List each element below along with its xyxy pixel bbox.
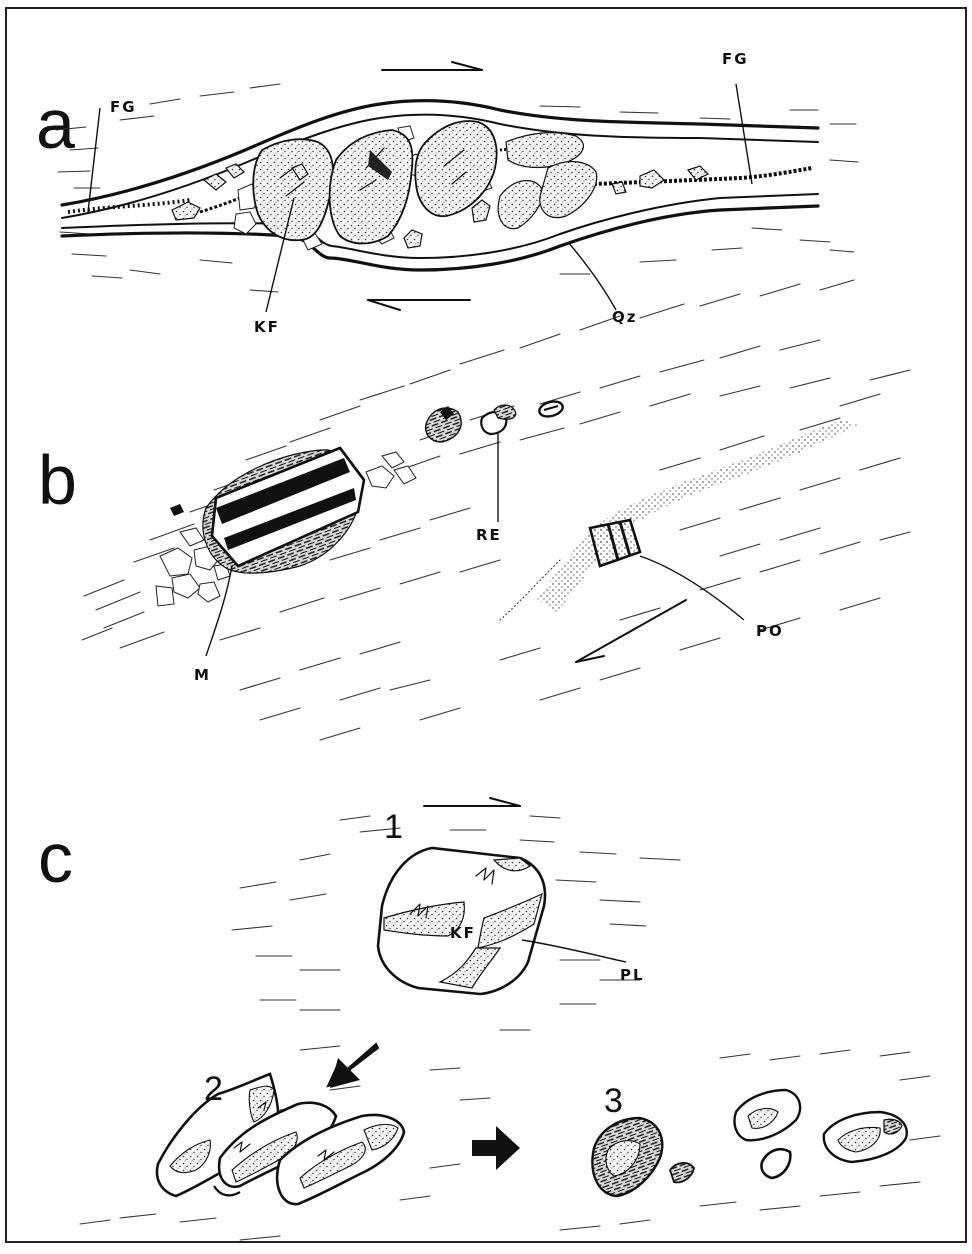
shear-arrow-b — [576, 600, 686, 662]
bold-arrow-1-to-2 — [328, 1044, 378, 1088]
panel-a: a — [36, 50, 858, 336]
stage-1-crystal — [378, 848, 545, 994]
panel-c-letter: c — [38, 819, 73, 897]
bold-arrow-2-to-3 — [472, 1126, 520, 1170]
stage-2-crystal — [157, 1074, 404, 1204]
stage-2-number: 2 — [204, 1070, 223, 1108]
label-m: M — [194, 666, 211, 684]
shear-arrow-c — [424, 798, 520, 806]
label-pl: PL — [620, 966, 645, 984]
shear-arrow-bottom — [368, 300, 470, 310]
label-fg-right: FG — [722, 50, 749, 68]
kfeldspar-clasts-a — [253, 121, 596, 248]
stippled-shear-band — [536, 420, 860, 612]
label-po: PO — [756, 622, 784, 640]
figure-frame — [6, 8, 966, 1242]
panel-b: b — [38, 280, 910, 740]
panel-c: c 1 KF PL — [38, 798, 940, 1240]
panel-a-letter: a — [36, 85, 75, 163]
label-fg-left: FG — [110, 98, 137, 116]
stage-3-fragments — [592, 1090, 906, 1196]
stage-1-number: 1 — [384, 808, 403, 846]
plagioclase-clast — [590, 520, 640, 566]
stage-3-number: 3 — [604, 1082, 623, 1120]
panel-b-letter: b — [38, 441, 77, 519]
shear-arrow-top — [382, 62, 482, 70]
label-kf-a: KF — [254, 318, 280, 336]
label-re: RE — [476, 526, 502, 544]
label-kf-c: KF — [450, 924, 476, 942]
